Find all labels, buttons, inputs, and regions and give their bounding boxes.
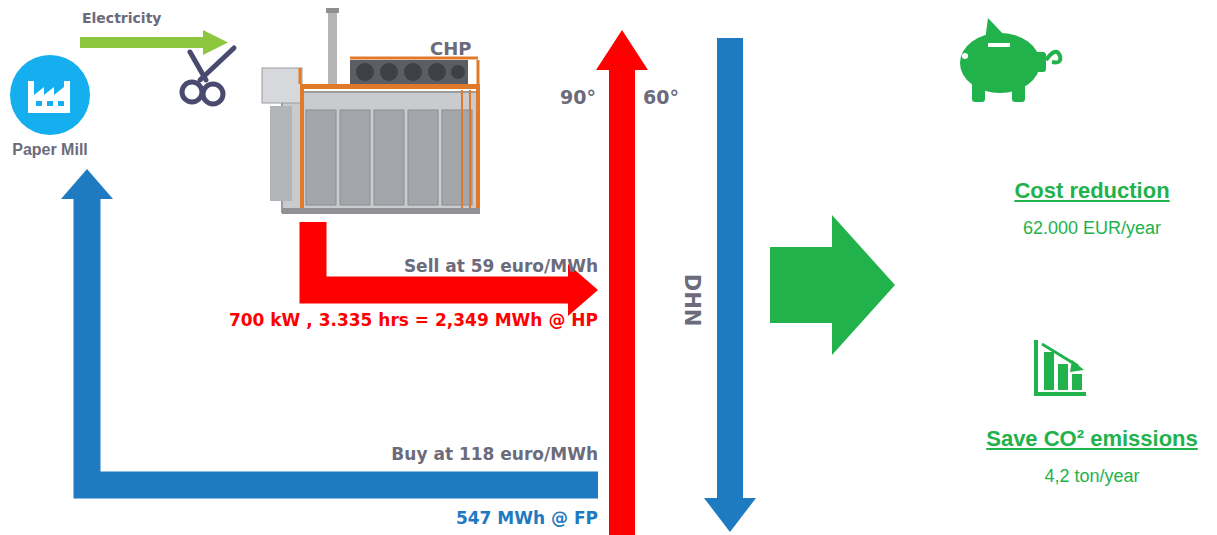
chart-icon [1034,340,1086,396]
result-arrow [770,215,895,355]
node-name: CHP [430,38,471,59]
temperature-label: 60° [643,86,679,108]
result-heading: Save CO² emissions [981,426,1203,452]
quantity-label: 700 kW , 3.335 hrs = 2,349 MWh @ HP [229,310,598,330]
price-label: Buy at 118 euro/MWh [391,444,598,464]
flow-arrow [61,169,598,485]
node-name: DHN [680,274,704,327]
piggy-bank-icon [960,18,1060,102]
return-arrow [704,38,756,532]
supply-arrow [596,30,648,535]
result-heading: Cost reduction [1009,178,1175,204]
chp-node: CHP [262,36,484,222]
factory-icon [10,55,90,135]
result-node: Save CO² emissions 4,2 ton/year [981,426,1203,487]
quantity-label: 547 MWh @ FP [456,508,598,528]
node-name: Paper Mill [5,141,95,159]
temperature-label: 90° [560,86,596,108]
chp-illustration [262,8,480,214]
flow-label: Electricity [82,10,161,26]
result-value: 62.000 EUR/year [1009,218,1175,239]
electricity-arrow [80,30,228,55]
price-label: Sell at 59 euro/MWh [404,256,598,276]
result-node: Cost reduction 62.000 EUR/year [1009,178,1175,239]
flow-arrow [313,222,598,316]
result-value: 4,2 ton/year [981,466,1203,487]
paper-mill-node: Paper Mill [5,55,95,159]
scissors-symbol [182,48,234,104]
